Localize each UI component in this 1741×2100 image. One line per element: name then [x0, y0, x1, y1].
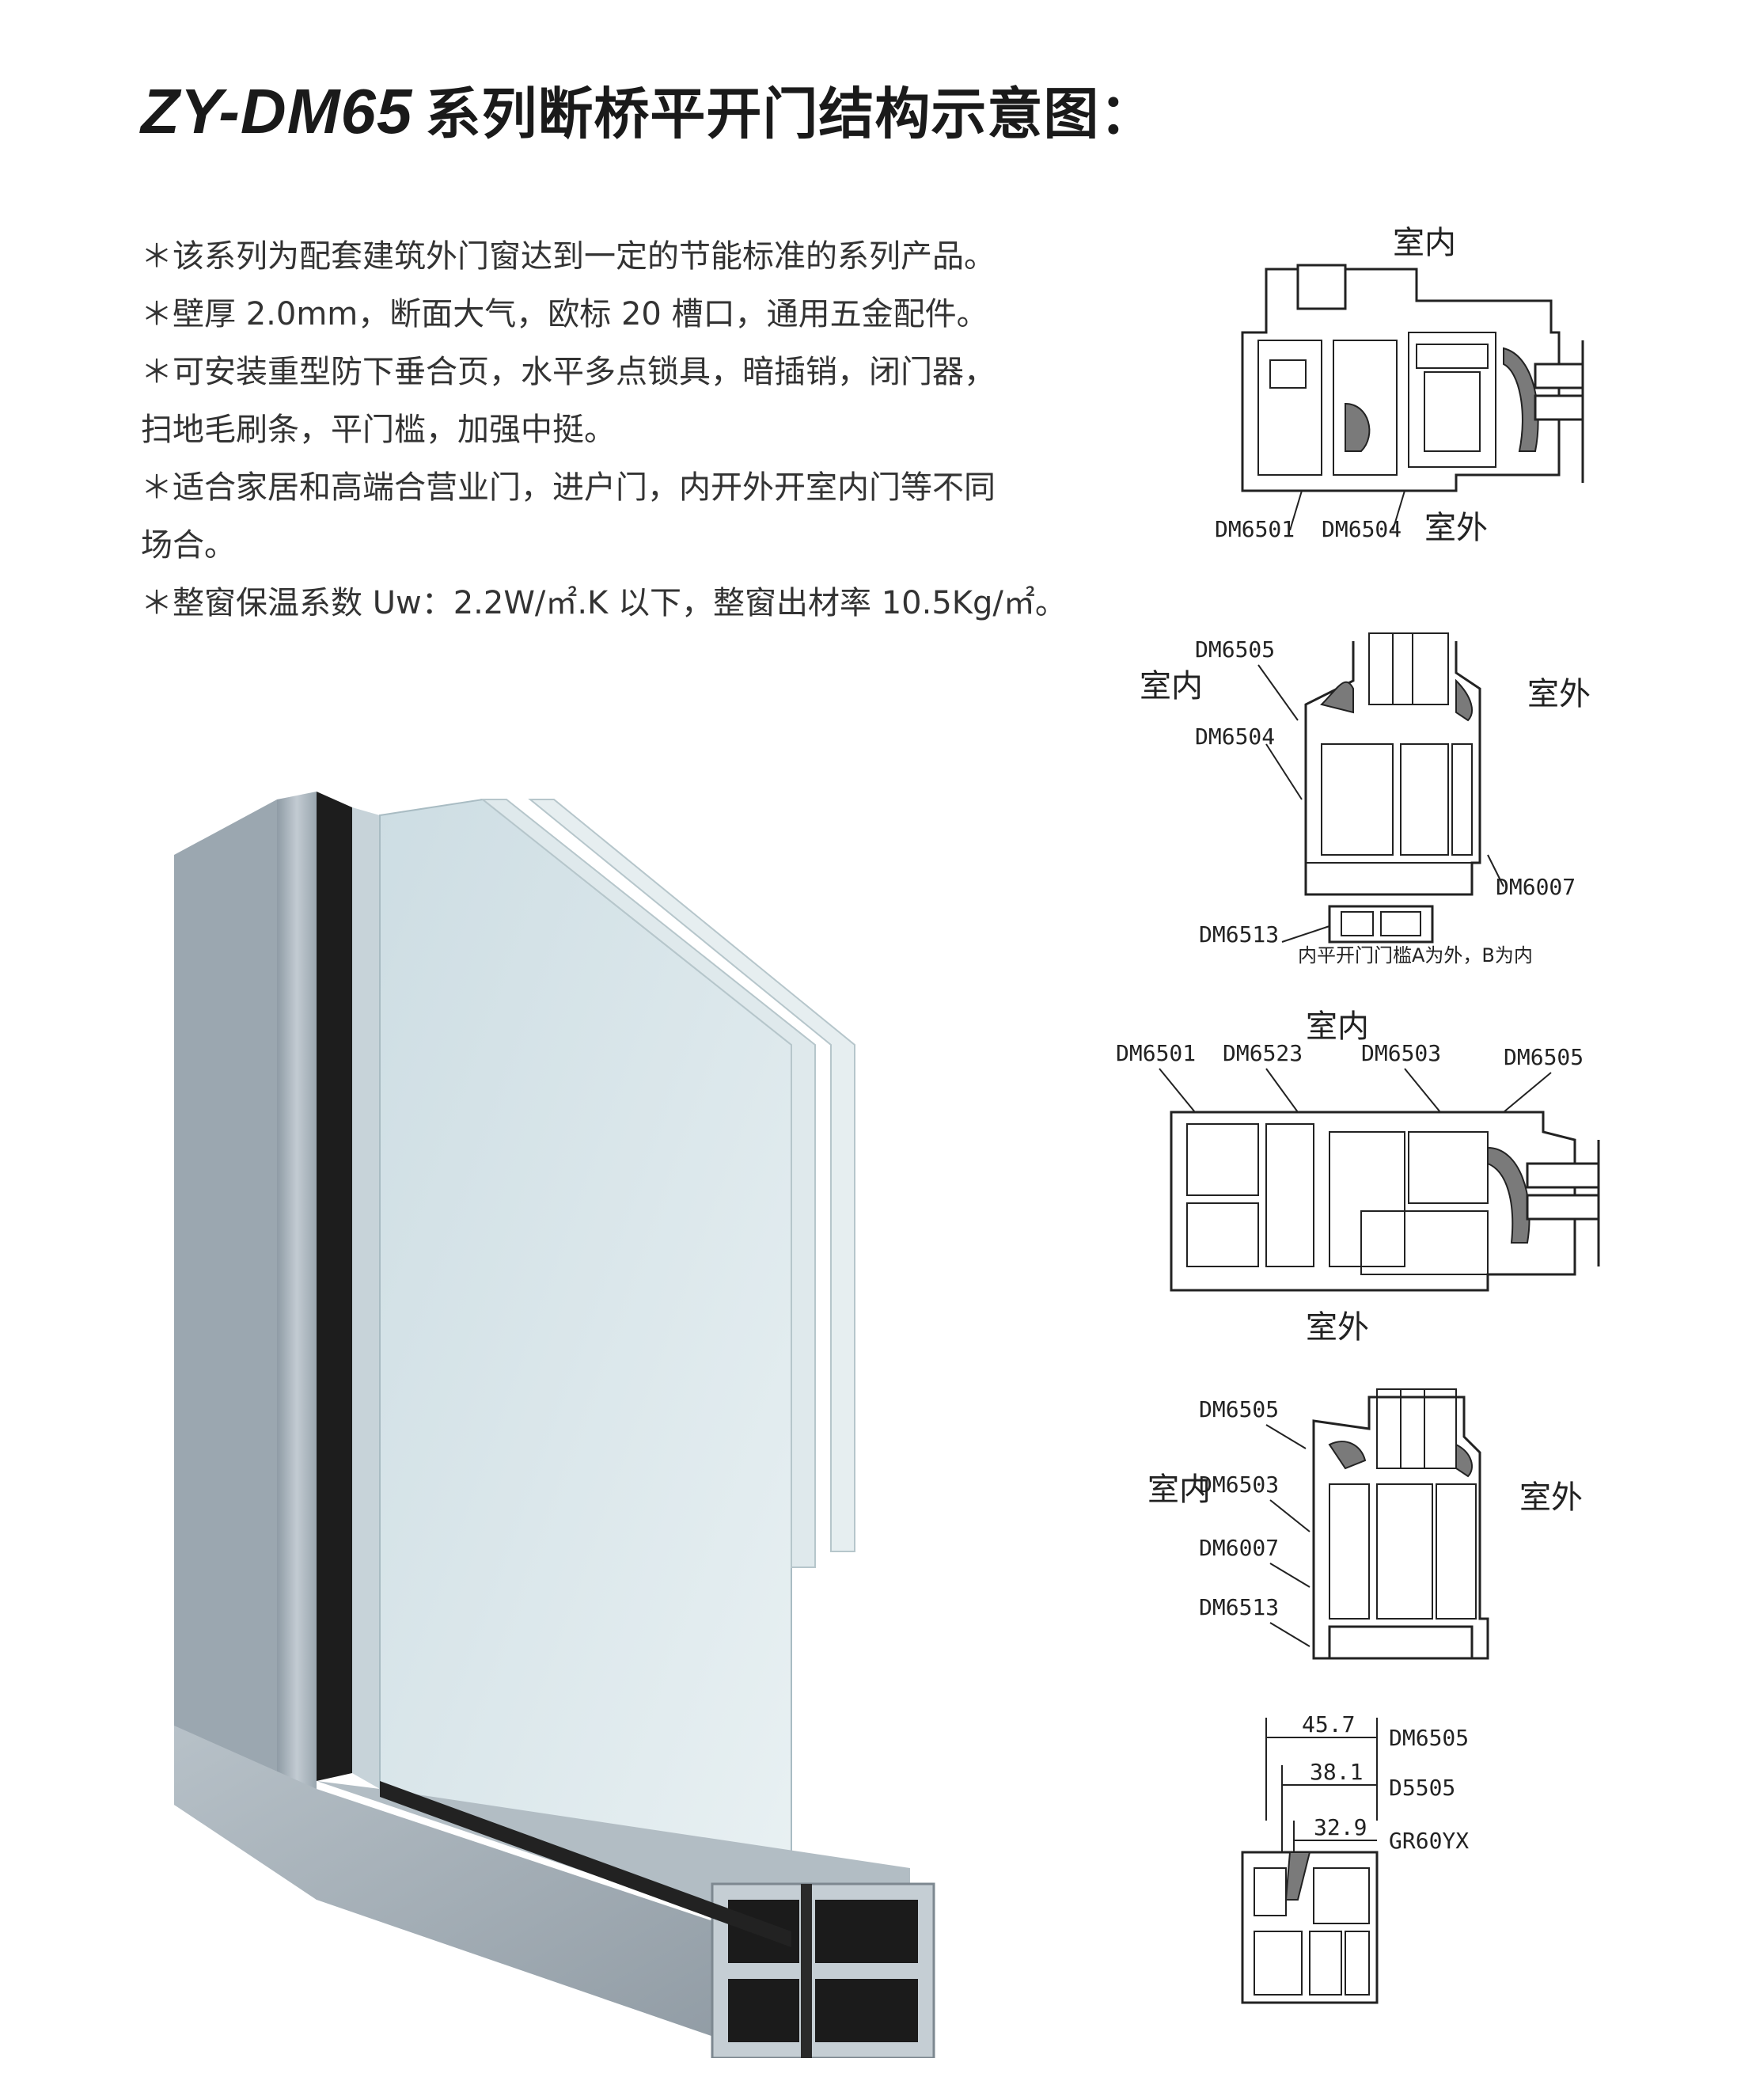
- feature-line: 扫地毛刷条，平门槛，加强中挺。: [141, 412, 616, 448]
- series-code: ZY-DM65: [141, 76, 413, 146]
- label-outdoor: 室外: [1424, 510, 1488, 546]
- label-indoor: 室内: [1393, 225, 1456, 261]
- part-code: DM6523: [1223, 1040, 1303, 1066]
- label-indoor: 室内: [1306, 1008, 1369, 1045]
- part-code: GR60YX: [1389, 1828, 1469, 1854]
- section-diagram-4: DM6505 室内 DM6503 DM6007 DM6513 室外: [1147, 1388, 1583, 1660]
- dimension: 45.7: [1302, 1711, 1355, 1737]
- glass-pane: [379, 798, 792, 1949]
- section-diagram-1: 室内 DM6501 DM6504 室外: [1215, 225, 1584, 546]
- part-code: DM6505: [1389, 1725, 1469, 1751]
- part-code: DM6504: [1322, 516, 1402, 542]
- label-outdoor: 室外: [1519, 1479, 1583, 1516]
- part-code: DM6505: [1504, 1044, 1584, 1070]
- part-code: DM6007: [1199, 1535, 1279, 1561]
- bottom-rail: [174, 1726, 791, 2058]
- part-code: DM6503: [1361, 1040, 1441, 1066]
- feature-line: ＊壁厚 2.0mm，断面大气，欧标 20 槽口，通用五金配件。: [141, 296, 988, 332]
- section-diagram-5: 45.7 38.1 32.9 DM6505 D5505 GR60YX: [1241, 1711, 1469, 2004]
- label-indoor: 室内: [1140, 668, 1203, 704]
- dimension: 38.1: [1310, 1759, 1363, 1785]
- stile-front: [277, 792, 317, 1900]
- part-code: D5505: [1389, 1775, 1455, 1801]
- part-code: DM6505: [1195, 636, 1275, 663]
- profile-section: [711, 1882, 935, 2058]
- door-corner-illustration: [174, 792, 935, 2058]
- feature-line: ＊该系列为配套建筑外门窗达到一定的节能标准的系列产品。: [141, 238, 996, 275]
- section-diagram-2: DM6505 室内 DM6504 室外 DM6007 DM6513 内平开门门槛…: [1140, 632, 1591, 966]
- feature-list: ＊该系列为配套建筑外门窗达到一定的节能标准的系列产品。 ＊壁厚 2.0mm，断面…: [141, 228, 1090, 632]
- part-code: DM6513: [1199, 921, 1279, 947]
- feature-line: 场合。: [141, 527, 236, 564]
- part-code: DM6501: [1215, 516, 1295, 542]
- label-indoor: 室内: [1147, 1472, 1211, 1508]
- part-code: DM6505: [1199, 1396, 1279, 1422]
- label-outdoor: 室外: [1306, 1309, 1369, 1346]
- feature-line: ＊整窗保温系数 Uw：2.2W/㎡.K 以下，整窗出材率 10.5Kg/㎡。: [141, 585, 1067, 621]
- diagram-caption: 内平开门门槛A为外，B为内: [1298, 944, 1533, 966]
- label-outdoor: 室外: [1527, 676, 1591, 712]
- part-code: DM6513: [1199, 1594, 1279, 1620]
- dimension: 32.9: [1314, 1814, 1367, 1840]
- feature-line: ＊适合家居和高端合营业门，进户门，内开外开室内门等不同: [141, 469, 996, 506]
- part-code: DM6501: [1116, 1040, 1196, 1066]
- part-code: DM6007: [1496, 874, 1576, 900]
- title-text: 系列断桥平开门结构示意图：: [425, 82, 1156, 146]
- section-diagram-3: DM6501 DM6523 室内 DM6503 DM6505 室外: [1116, 1008, 1600, 1346]
- part-code: DM6504: [1195, 723, 1275, 750]
- part-code: DM6503: [1199, 1472, 1279, 1498]
- feature-line: ＊可安装重型防下垂合页，水平多点锁具，暗插销，闭门器，: [141, 354, 996, 390]
- stile-side: [174, 799, 277, 1868]
